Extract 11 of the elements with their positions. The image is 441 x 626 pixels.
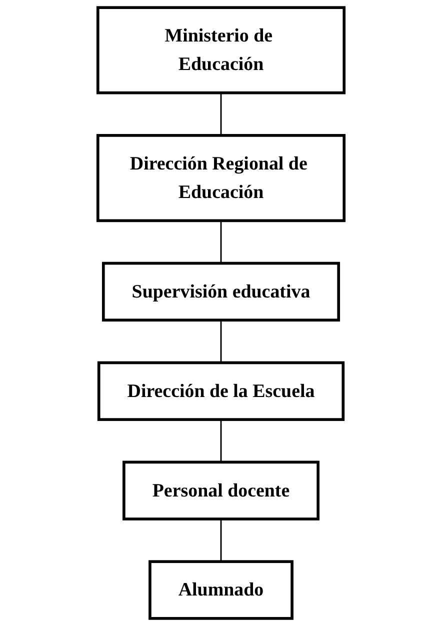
node-box: Alumnado <box>148 560 293 620</box>
connector <box>220 420 222 462</box>
node-box: Ministerio de Educación <box>96 6 346 94</box>
node-box: Supervisión educativa <box>101 262 340 322</box>
connector <box>220 220 222 264</box>
connector <box>220 92 222 136</box>
node-box: Dirección Regional de Educación <box>96 134 346 222</box>
connector <box>220 320 222 363</box>
connector <box>220 518 222 562</box>
node-box: Personal docente <box>122 460 319 520</box>
node-box: Dirección de la Escuela <box>96 361 344 421</box>
